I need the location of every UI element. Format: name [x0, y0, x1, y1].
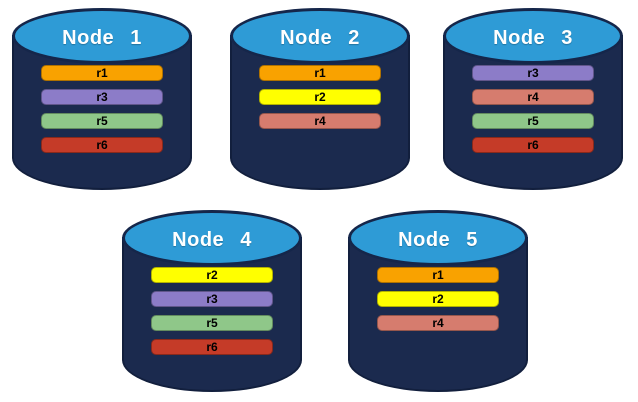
node-title: Node 5	[398, 228, 478, 251]
node-cylinder-4: Node 4 r2 r3 r5 r6	[122, 210, 302, 392]
replica-bar: r4	[259, 113, 381, 129]
node-cylinder-2: Node 2 r1 r2 r4	[230, 8, 410, 190]
replica-bar: r5	[472, 113, 594, 129]
node-cylinder-5: Node 5 r1 r2 r4	[348, 210, 528, 392]
replica-bar: r1	[41, 65, 163, 81]
replica-bar: r3	[41, 89, 163, 105]
replica-bar: r2	[151, 267, 273, 283]
node-title: Node 2	[280, 26, 360, 49]
replica-bar: r6	[41, 137, 163, 153]
node-cylinder-3: Node 3 r3 r4 r5 r6	[443, 8, 623, 190]
cylinder-top: Node 2	[230, 8, 410, 64]
replica-bar: r4	[377, 315, 499, 331]
replica-bar: r1	[259, 65, 381, 81]
cylinder-top: Node 3	[443, 8, 623, 64]
replica-bar: r5	[41, 113, 163, 129]
replica-bar: r1	[377, 267, 499, 283]
node-cylinder-1: Node 1 r1 r3 r5 r6	[12, 8, 192, 190]
cylinder-top: Node 5	[348, 210, 528, 266]
replica-bar: r6	[151, 339, 273, 355]
replica-bar: r2	[259, 89, 381, 105]
replica-bar: r4	[472, 89, 594, 105]
replica-bar: r2	[377, 291, 499, 307]
cylinder-top: Node 1	[12, 8, 192, 64]
replica-bar: r6	[472, 137, 594, 153]
node-title: Node 1	[62, 26, 142, 49]
cylinder-top: Node 4	[122, 210, 302, 266]
replica-bar: r3	[472, 65, 594, 81]
replica-bar: r5	[151, 315, 273, 331]
replica-bar: r3	[151, 291, 273, 307]
node-title: Node 4	[172, 228, 252, 251]
node-title: Node 3	[493, 26, 573, 49]
